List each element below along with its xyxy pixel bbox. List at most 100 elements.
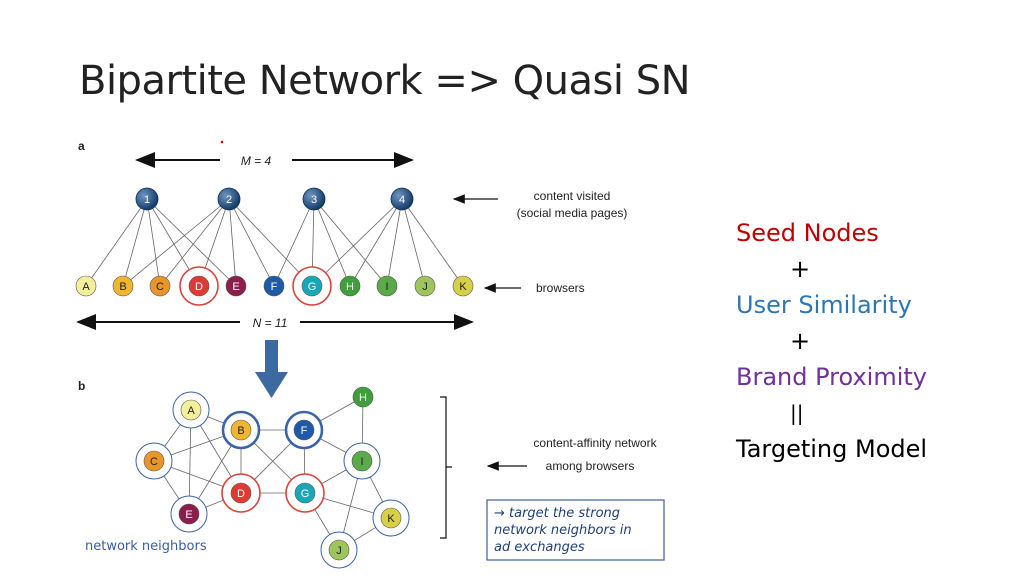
svg-text:1: 1 [144, 194, 150, 206]
svg-text:3: 3 [311, 194, 317, 206]
svg-text:C: C [156, 281, 164, 293]
edge-4-K [401, 198, 464, 287]
edge-2-B [122, 198, 230, 287]
browser-node-G: G [292, 266, 332, 306]
edge-2-G [228, 198, 313, 287]
plus-sign-2: + [790, 327, 811, 355]
edge-4-G [311, 198, 403, 287]
bipartite-network-diagram: a M = 4 1 2 3 4 A B C D E F G H I J K content visited… [75, 139, 665, 569]
edge-2-F [228, 198, 275, 287]
edge-4-H [349, 198, 403, 287]
affinity-node-K: K [372, 499, 410, 537]
svg-text:K: K [459, 281, 467, 293]
svg-text:E: E [185, 509, 192, 521]
edge-1-B [122, 198, 148, 287]
network-annotation-line1: content-affinity network [533, 436, 657, 450]
browser-node-H: H [339, 275, 361, 297]
svg-text:G: G [308, 281, 317, 293]
seed-nodes-label: Seed Nodes [736, 219, 879, 247]
svg-text:I: I [385, 281, 388, 293]
svg-text:D: D [237, 488, 245, 500]
svg-text:2: 2 [226, 194, 232, 206]
svg-text:H: H [346, 281, 354, 293]
plus-sign-1: + [790, 255, 811, 283]
slide-title: Bipartite Network => Quasi SN [79, 58, 691, 104]
content-annotation-line1: content visited [534, 189, 611, 203]
svg-text:G: G [301, 488, 310, 500]
edge-4-I [386, 198, 403, 287]
edge-3-H [313, 198, 351, 287]
red-dot [220, 140, 224, 144]
content-nodes: 1 2 3 4 [135, 187, 414, 211]
transform-arrow [255, 340, 288, 398]
bipartite-edges [85, 198, 464, 287]
edge-2-E [228, 198, 237, 287]
affinity-node-D: D [221, 473, 261, 513]
svg-text:A: A [187, 405, 195, 417]
callout-box [486, 499, 665, 561]
browser-node-F: F [263, 275, 285, 297]
content-node-3: 3 [302, 187, 326, 211]
svg-text:J: J [336, 545, 342, 557]
edge-4-J [401, 198, 426, 287]
svg-text:B: B [119, 281, 126, 293]
affinity-node-E: E [170, 495, 208, 533]
affinity-nodes: A B C D E F G H I J K [135, 386, 410, 569]
targeting-model-label: Targeting Model [736, 435, 928, 463]
svg-text:F: F [271, 281, 278, 293]
content-node-4: 4 [390, 187, 414, 211]
m-label: M = 4 [241, 154, 272, 168]
svg-text:B: B [237, 425, 244, 437]
callout-line1: → target the strong [494, 506, 620, 521]
browser-node-K: K [452, 275, 474, 297]
svg-text:D: D [195, 281, 203, 293]
edge-3-F [273, 198, 315, 287]
network-bracket [440, 396, 452, 539]
content-node-1: 1 [135, 187, 159, 211]
panel-a-label: a [78, 139, 85, 153]
svg-text:J: J [422, 281, 428, 293]
edge-1-E [146, 198, 237, 287]
edge-3-I [313, 198, 388, 287]
browser-node-A: A [75, 275, 97, 297]
affinity-node-C: C [135, 442, 173, 480]
browser-node-J: J [414, 275, 436, 297]
svg-text:4: 4 [399, 194, 405, 206]
n-label: N = 11 [253, 316, 288, 330]
svg-text:E: E [232, 281, 239, 293]
svg-text:F: F [301, 425, 308, 437]
content-annotation-line2: (social media pages) [517, 206, 628, 220]
content-node-2: 2 [217, 187, 241, 211]
callout-line2: network neighbors in [494, 523, 632, 538]
network-neighbors-label: network neighbors [85, 539, 207, 554]
svg-text:K: K [387, 513, 395, 525]
network-annotation-line2: among browsers [546, 459, 635, 473]
affinity-node-G: G [285, 473, 325, 513]
svg-text:H: H [359, 392, 367, 404]
equals-sign: || [790, 401, 804, 425]
edge-1-C [146, 198, 161, 287]
svg-text:A: A [82, 281, 90, 293]
svg-text:C: C [150, 456, 158, 468]
browser-nodes: A B C D E F G H I J K [75, 266, 474, 306]
affinity-node-F: F [284, 410, 324, 450]
browser-node-E: E [225, 275, 247, 297]
brand-proximity-label: Brand Proximity [736, 363, 927, 391]
affinity-node-A: A [172, 391, 210, 429]
browser-node-D: D [179, 266, 219, 306]
affinity-node-H: H [352, 386, 374, 408]
browsers-annotation: browsers [536, 281, 585, 295]
edge-2-C [159, 198, 230, 287]
affinity-node-J: J [320, 531, 358, 569]
callout-line3: ad exchanges [494, 540, 585, 555]
affinity-node-I: I [343, 442, 381, 480]
svg-text:I: I [360, 456, 363, 468]
browser-node-B: B [112, 275, 134, 297]
affinity-node-B: B [221, 410, 261, 450]
browser-node-I: I [376, 275, 398, 297]
targeting-legend: Seed Nodes + User Similarity + Brand Pro… [736, 215, 927, 467]
edge-1-A [85, 198, 148, 287]
user-similarity-label: User Similarity [736, 291, 912, 319]
panel-b-label: b [78, 379, 85, 393]
browser-node-C: C [149, 275, 171, 297]
